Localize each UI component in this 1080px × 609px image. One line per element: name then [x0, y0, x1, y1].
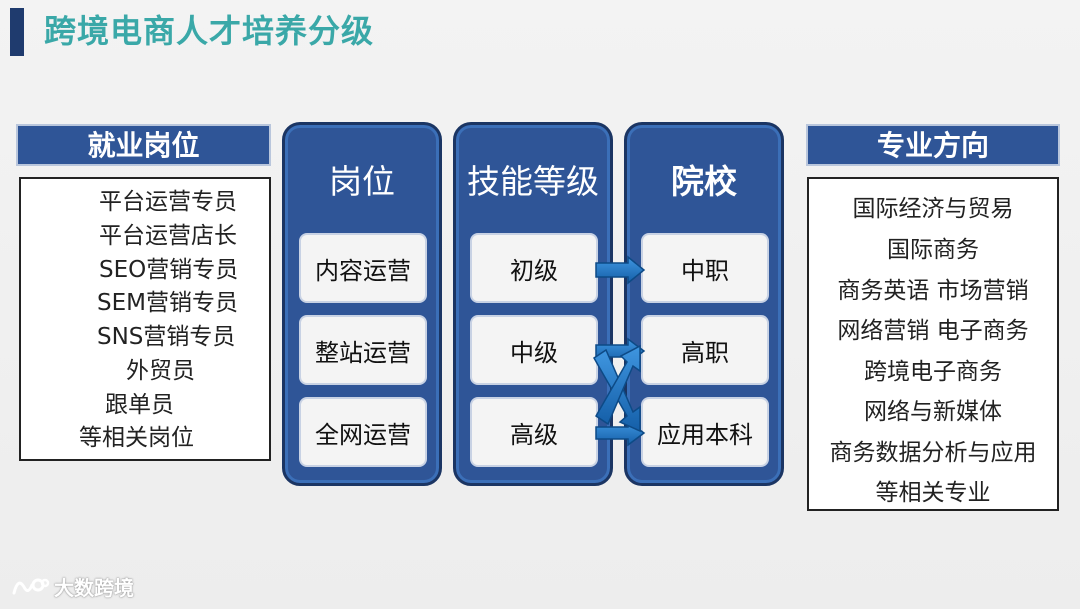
- position-cell: 全网运营: [299, 397, 427, 467]
- majors-item: 网络与新媒体: [864, 399, 1002, 425]
- skill-level-column-header: 技能等级: [467, 162, 599, 201]
- page-title: 跨境电商人才培养分级: [44, 12, 375, 50]
- majors-item: 商务英语 市场营销: [837, 278, 1029, 304]
- jobs-item: 等相关岗位: [79, 425, 194, 451]
- watermark: 大数跨境: [10, 572, 134, 601]
- title-accent-bar: [10, 8, 24, 56]
- jobs-item: SEM营销专员: [97, 290, 238, 316]
- school-column: 院校 中职 高职 应用本科: [624, 122, 784, 486]
- skill-level-cell: 中级: [470, 315, 598, 385]
- jobs-item: 平台运营专员: [99, 189, 237, 215]
- brand-logo-icon: [12, 578, 50, 594]
- majors-header: 专业方向: [806, 124, 1060, 166]
- position-cell: 内容运营: [299, 233, 427, 303]
- watermark-text: 大数跨境: [54, 576, 134, 600]
- majors-item: 国际商务: [887, 237, 979, 263]
- jobs-list: 平台运营专员 平台运营店长 SEO营销专员 SEM营销专员 SNS营销专员 外贸…: [19, 177, 271, 461]
- skill-level-cell: 初级: [470, 233, 598, 303]
- majors-item: 跨境电子商务: [864, 359, 1002, 385]
- school-cell: 中职: [641, 233, 769, 303]
- majors-item: 等相关专业: [875, 480, 991, 506]
- majors-item: 商务数据分析与应用: [829, 440, 1037, 466]
- school-column-header: 院校: [671, 162, 737, 201]
- jobs-item: SNS营销专员: [97, 324, 236, 350]
- jobs-header: 就业岗位: [16, 124, 271, 166]
- jobs-item: 平台运营店长: [99, 223, 237, 249]
- school-cell: 高职: [641, 315, 769, 385]
- jobs-item: SEO营销专员: [99, 257, 239, 283]
- majors-list: 国际经济与贸易 国际商务 商务英语 市场营销 网络营销 电子商务 跨境电子商务 …: [807, 177, 1059, 511]
- position-column-header: 岗位: [329, 162, 395, 201]
- majors-item: 网络营销 电子商务: [837, 318, 1029, 344]
- majors-item: 国际经济与贸易: [852, 196, 1014, 222]
- jobs-item: 跟单员: [105, 392, 174, 418]
- skill-level-column: 技能等级 初级 中级 高级: [453, 122, 613, 486]
- school-cell: 应用本科: [641, 397, 769, 467]
- skill-level-cell: 高级: [470, 397, 598, 467]
- position-column: 岗位 内容运营 整站运营 全网运营: [282, 122, 442, 486]
- jobs-item: 外贸员: [126, 358, 195, 384]
- position-cell: 整站运营: [299, 315, 427, 385]
